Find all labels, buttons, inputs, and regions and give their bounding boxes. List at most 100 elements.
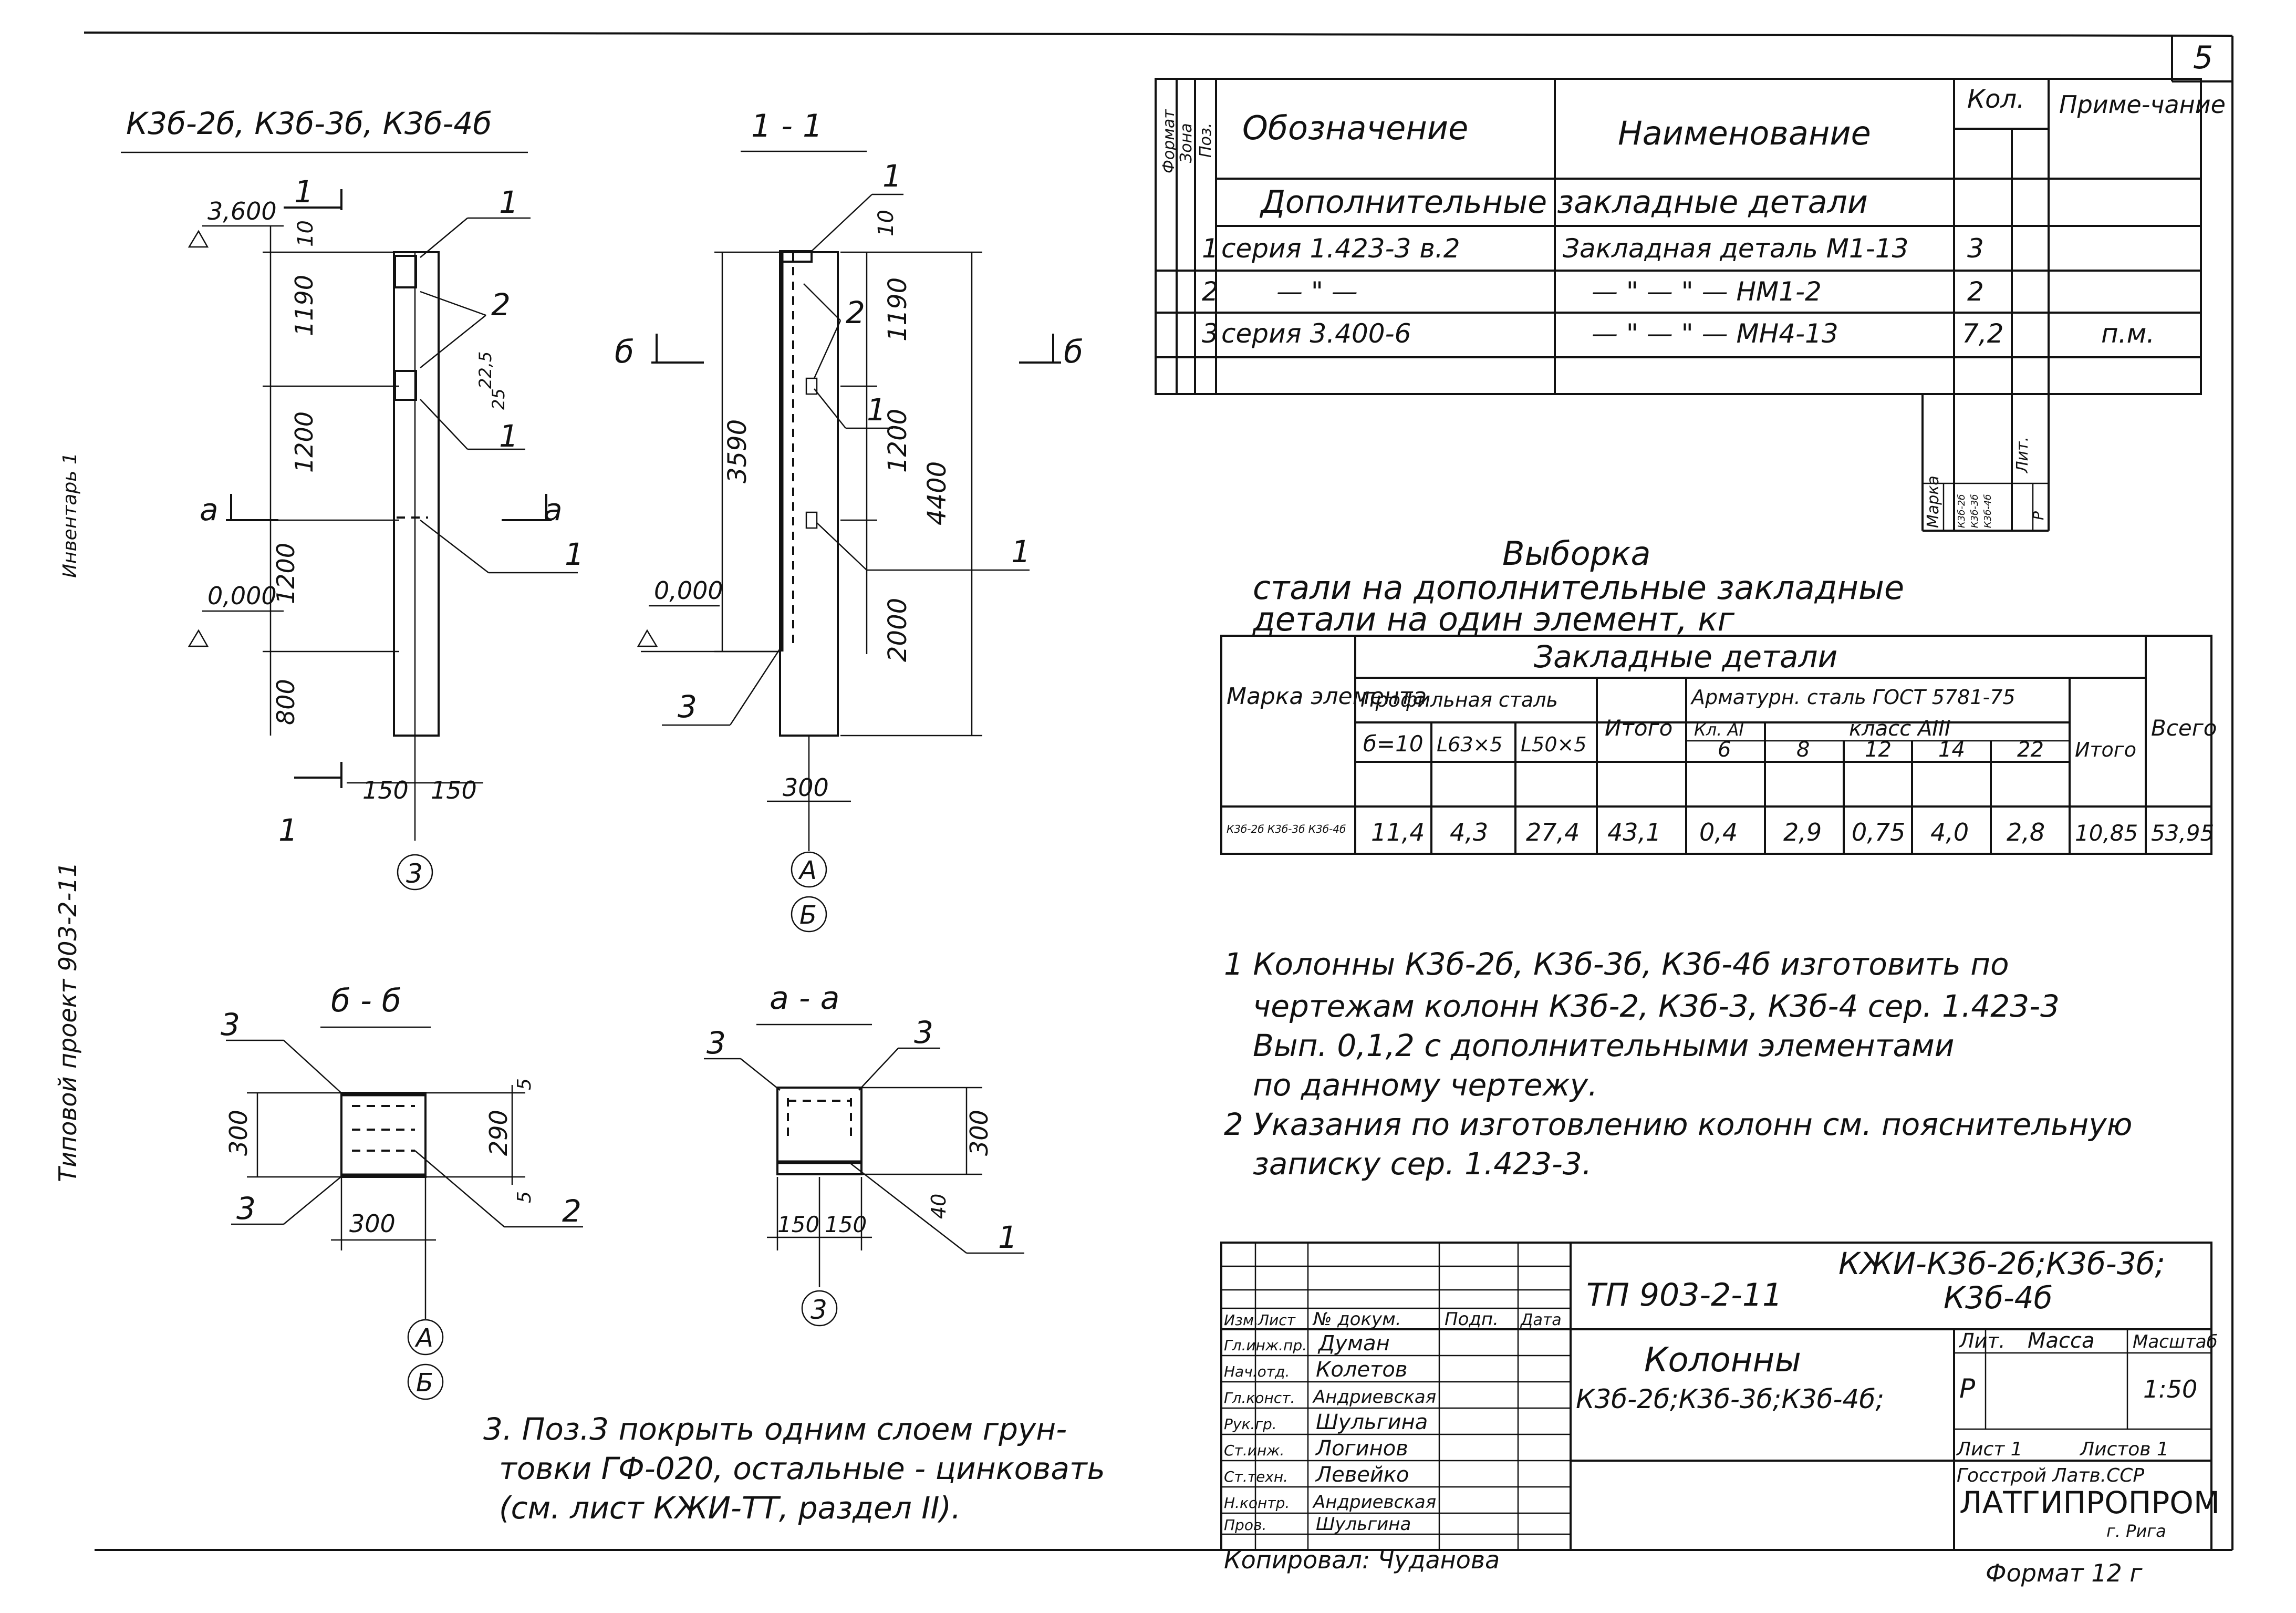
steel-header-profile: Профильная сталь <box>1360 688 1558 711</box>
section-b-b-dim-300-v: 300 <box>224 1110 253 1156</box>
section-1-1-dim-2000: 2000 <box>883 598 912 662</box>
marks-block-value1: К3б-2б <box>1956 494 1967 528</box>
elevation-dim-800: 800 <box>272 679 300 725</box>
elevation-dim-225: 22,5 <box>475 351 495 389</box>
tb-staff-name-6: Левейко <box>1315 1463 1409 1487</box>
section-1-1-axis-b: Б <box>799 901 817 930</box>
steel-header-rebar: Арматурн. сталь ГОСТ 5781-75 <box>1690 686 2016 709</box>
tb-scale: 1:50 <box>2143 1375 2197 1403</box>
tb-staff-name-2: Колетов <box>1316 1358 1407 1382</box>
steel-row-v6: 2,9 <box>1783 818 1822 846</box>
section-a-a-dim-300: 300 <box>965 1110 993 1156</box>
section-1-1-dim-1190: 1190 <box>883 277 912 342</box>
spec-header-zone: Зона <box>1177 123 1196 163</box>
spec-row2-name: — " — " — НМ1-2 <box>1592 276 1822 307</box>
section-1-1-mark-b-left: б <box>615 334 634 370</box>
section-a-a-dim-40: 40 <box>927 1194 950 1219</box>
section-a-a-callout-3-left: 3 <box>707 1025 726 1061</box>
tb-staff-name-5: Логинов <box>1315 1436 1408 1461</box>
tb-city: г. Рига <box>2106 1521 2166 1541</box>
section-1-1-dim-1200: 1200 <box>883 409 912 473</box>
section-b-b-axis-a: А <box>414 1324 433 1353</box>
note-line-1: 1 Колонны К3б-2б, К3б-3б, К3б-4б изготов… <box>1224 946 2009 982</box>
tb-sheet: Лист 1 <box>1956 1439 2023 1460</box>
section-a-a-callout-3-right: 3 <box>914 1015 933 1050</box>
steel-row-v5: 0,4 <box>1699 818 1738 846</box>
elevation-dim-1200b: 1200 <box>272 543 300 604</box>
section-mark-a-left: a <box>200 492 219 528</box>
tb-staff-name-4: Шульгина <box>1316 1410 1428 1434</box>
tb-title: Колонны <box>1644 1341 1801 1380</box>
marks-block-value2: К3б-3б <box>1969 494 1980 528</box>
section-b-b-axis-b: Б <box>416 1368 433 1398</box>
spec-section-title: Дополнительные закладные детали <box>1259 184 1868 221</box>
tb-staff-role-1: Гл.инж.пр. <box>1224 1337 1307 1354</box>
steel-header-class-a3: класс АIII <box>1849 717 1951 741</box>
tb-sheets: Листов 1 <box>2079 1439 2169 1460</box>
section-b-b-dim-5-bottom: 5 <box>514 1191 535 1203</box>
steel-header-d22: 22 <box>2017 738 2044 762</box>
section-a-a-dim-150b: 150 <box>825 1212 867 1237</box>
spec-row1-pos: 1 <box>1202 233 1219 264</box>
tb-staff-name-1: Думан <box>1317 1331 1390 1356</box>
tb-staff-name-7: Андриевская <box>1312 1492 1436 1513</box>
elevation-callout-1-mid: 1 <box>499 418 518 454</box>
steel-header-profile-total: Итого <box>1605 715 1672 741</box>
title-block: Изм. Лист № докум. Подп. Дата Гл.инж.пр.… <box>1220 1242 2220 1587</box>
tb-subtitle: К3б-2б;К3б-3б;К3б-4б; <box>1576 1384 1884 1414</box>
spec-row3-name: — " — " — МН4-13 <box>1592 318 1838 349</box>
section-1-1-mark-b-right: б <box>1064 334 1083 370</box>
margin-text: Типовой проект 903-2-11 Инвентарь 1 <box>54 452 82 1182</box>
section-a-a-dim-150a: 150 <box>777 1212 819 1237</box>
tb-staff-role-3: Гл.конст. <box>1224 1389 1295 1407</box>
section-b-b-view: б - б 300 290 5 5 300 3 3 2 А <box>221 983 583 1400</box>
tb-code: КЖИ-К3б-2б;К3б-3б; <box>1838 1246 2165 1281</box>
steel-row-v1: 11,4 <box>1371 818 1425 846</box>
section-1-1-view: 1 - 1 3590 10 1190 1200 2000 4400 300 0,… <box>615 108 1083 933</box>
note-3: 3. Поз.3 покрыть одним слоем грун- товки… <box>483 1411 1105 1526</box>
margin-project-text: Типовой проект 903-2-11 <box>54 862 82 1182</box>
section-a-a-callout-1: 1 <box>998 1219 1017 1255</box>
steel-row-v10: 10,85 <box>2075 820 2138 846</box>
spec-row2-designation: — " — <box>1276 276 1358 307</box>
section-b-b-dim-5-top: 5 <box>514 1078 535 1090</box>
tb-staff-name-8: Шульгина <box>1316 1514 1411 1535</box>
section-a-a-title: а - а <box>770 980 839 1017</box>
tb-format: Формат 12 г <box>1986 1559 2143 1587</box>
elevation-dim-25: 25 <box>489 388 508 410</box>
elevation-view: К3б-2б, К3б-3б, К3б-4б 3,600 0,000 10 11… <box>121 106 584 891</box>
marks-block-value3: К3б-4б <box>1982 494 1993 528</box>
spec-row2-qty: 2 <box>1967 276 1984 307</box>
spec-row1-designation: серия 1.423-3 в.2 <box>1221 233 1460 264</box>
note3-line-3: (см. лист КЖИ-ТТ, раздел II). <box>499 1490 961 1526</box>
steel-header-group: Закладные детали <box>1534 639 1837 675</box>
elevation-dim-150a: 150 <box>362 776 409 804</box>
marks-block-lit-label: Лит. <box>2013 437 2032 473</box>
elevation-dim-1200a: 1200 <box>290 411 318 473</box>
spec-row3-note: п.м. <box>2101 318 2155 349</box>
tb-mass-header: Масса <box>2028 1329 2095 1353</box>
steel-row-v3: 27,4 <box>1526 818 1580 846</box>
section-1-1-dim-3590: 3590 <box>723 419 752 483</box>
spec-table: Формат Зона Поз. Обозначение Наименовани… <box>1155 78 2226 532</box>
elevation-callout-2: 2 <box>491 287 511 323</box>
tb-staff-role-8: Пров. <box>1224 1516 1266 1534</box>
tb-col-date: Дата <box>1520 1311 1562 1329</box>
steel-title-line1: Выборка <box>1502 534 1650 573</box>
tb-project: ТП 903-2-11 <box>1586 1277 1782 1314</box>
section-1-1-axis-a: А <box>798 856 817 885</box>
spec-header-qty: Кол. <box>1967 85 2024 114</box>
tb-org1: Госстрой Латв.ССР <box>1957 1465 2144 1486</box>
note-line-2: чертежам колонн К3б-2, К3б-3, К3б-4 сер.… <box>1253 988 2060 1024</box>
section-1-1-dim-4400: 4400 <box>922 461 952 525</box>
spec-row3-qty: 7,2 <box>1962 318 2004 349</box>
tb-lit-header: Лит. <box>1958 1329 2006 1352</box>
note3-line-2: товки ГФ-020, остальные - цинковать <box>499 1451 1105 1486</box>
tb-code2: К3б-4б <box>1944 1280 2052 1316</box>
spec-header-name: Наименование <box>1618 114 1871 152</box>
section-b-b-title: б - б <box>331 983 401 1019</box>
steel-header-mark: Марка элемента <box>1227 683 1427 710</box>
note3-line-1: 3. Поз.3 покрыть одним слоем грун- <box>483 1411 1067 1447</box>
section-b-b-callout-2: 2 <box>562 1193 581 1229</box>
